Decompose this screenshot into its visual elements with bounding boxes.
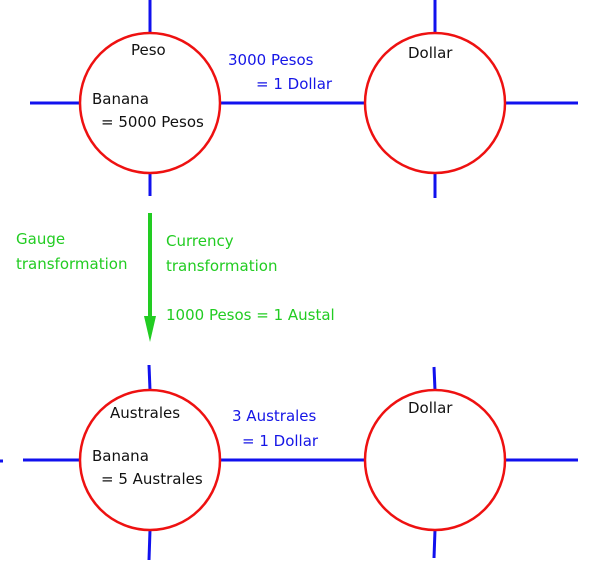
gauge-transformation-label-line2: transformation	[16, 255, 128, 273]
peso-node-price-value: = 5000 Pesos	[101, 113, 204, 131]
peso-node-price-item: Banana	[92, 90, 149, 108]
top-exchange-rate-line1: 3000 Pesos	[228, 51, 314, 69]
peso-node-title: Peso	[131, 41, 166, 59]
australes-node-price-value: = 5 Australes	[101, 470, 203, 488]
currency-transformation-label-line1: Currency	[166, 232, 234, 250]
dollar-node-title-top: Dollar	[408, 44, 453, 62]
dollar-node-circle-bottom	[363, 388, 507, 532]
australes-node-circle	[78, 388, 222, 532]
bottom-exchange-rate-line1: 3 Australes	[232, 407, 317, 425]
gauge-transformation-label-line1: Gauge	[16, 230, 66, 248]
dollar-node-title-bottom: Dollar	[408, 399, 453, 417]
australes-node-title: Australes	[110, 404, 181, 422]
bottom-exchange-rate-line2: = 1 Dollar	[242, 432, 319, 450]
dollar-node-circle-top	[363, 31, 507, 175]
currency-transformation-label-line2: transformation	[166, 257, 278, 275]
transformation-arrow-icon	[144, 213, 156, 342]
top-row-links	[30, 0, 578, 198]
peso-node-circle	[78, 31, 222, 175]
top-exchange-rate-line2: = 1 Dollar	[256, 75, 333, 93]
currency-transformation-rate: 1000 Pesos = 1 Austal	[166, 306, 335, 324]
bottom-row-links	[0, 364, 578, 561]
australes-node-price-item: Banana	[92, 447, 149, 465]
